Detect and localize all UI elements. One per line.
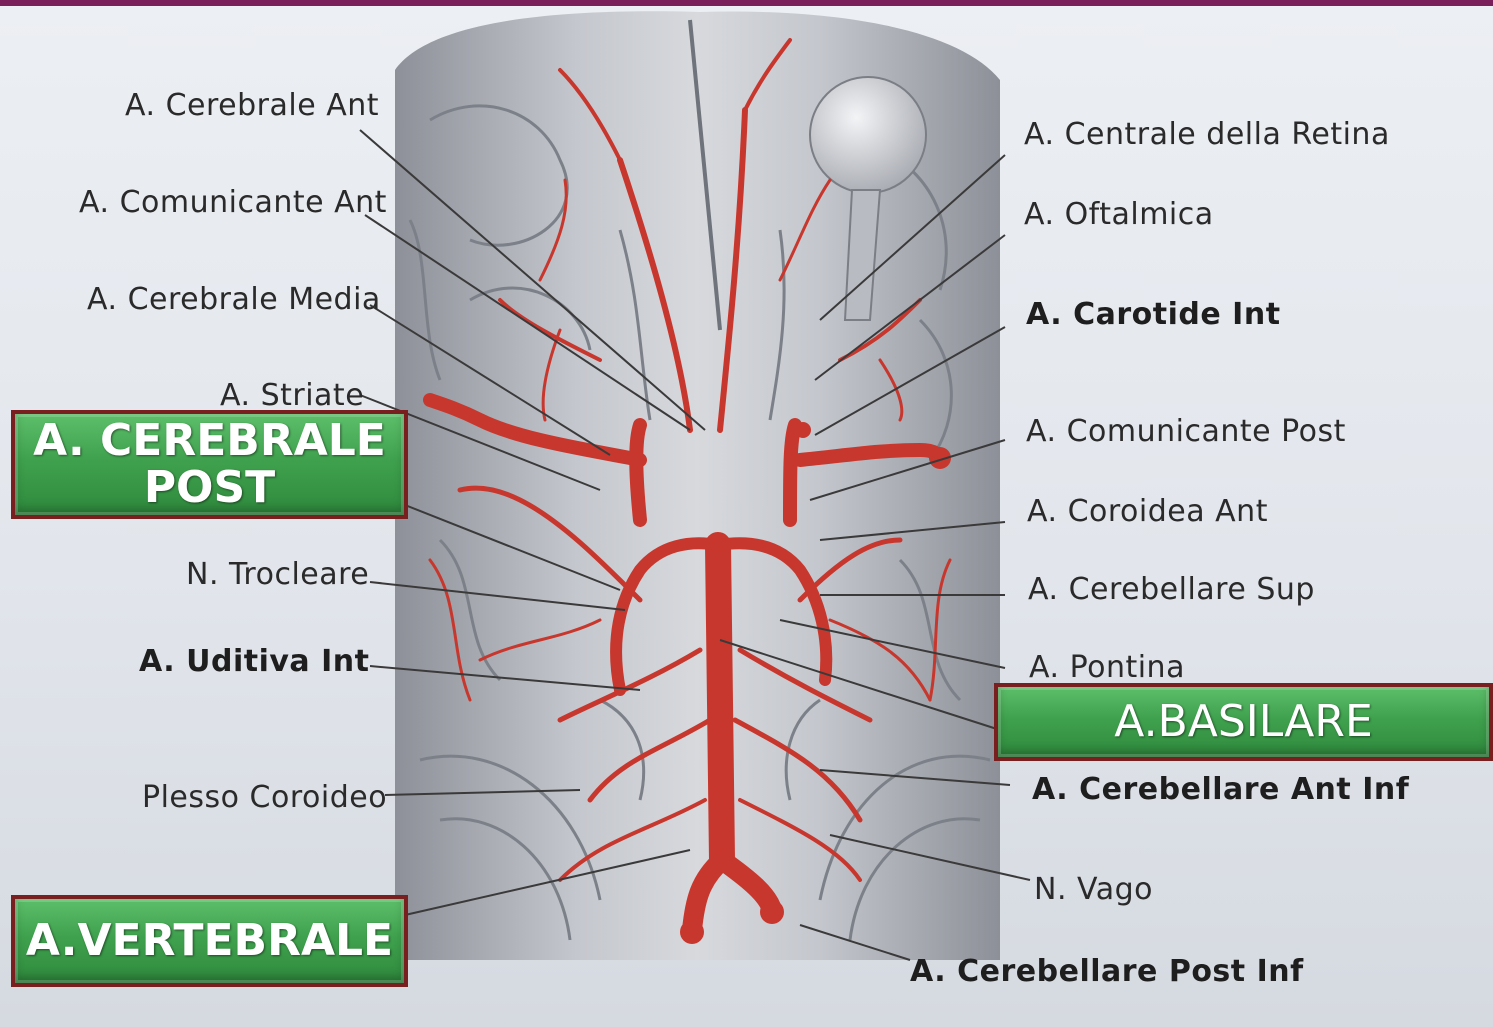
highlight-basilare: A.BASILARE — [994, 683, 1493, 761]
highlight-vertebrale-text: A.VERTEBRALE — [26, 918, 393, 964]
highlight-cerebrale-post: A. CEREBRALE POST — [11, 410, 408, 519]
label-vago: N. Vago — [1034, 875, 1153, 905]
label-coroidea-ant: A. Coroidea Ant — [1027, 497, 1268, 527]
label-cerebellare-ant-inf: A. Cerebellare Ant Inf — [1032, 775, 1409, 805]
label-centrale-retina: A. Centrale della Retina — [1024, 120, 1390, 150]
label-cerebrale-ant: A. Cerebrale Ant — [125, 91, 379, 121]
label-cerebellare-sup: A. Cerebellare Sup — [1028, 575, 1315, 605]
highlight-vertebrale: A.VERTEBRALE — [11, 895, 408, 987]
label-comunicante-post: A. Comunicante Post — [1026, 417, 1346, 447]
label-plesso-coroideo: Plesso Coroideo — [142, 783, 387, 813]
label-trocleare: N. Trocleare — [186, 560, 369, 590]
highlight-cerebrale-post-text: A. CEREBRALE POST — [15, 418, 404, 510]
label-cerebrale-media: A. Cerebrale Media — [87, 285, 381, 315]
label-cerebellare-post-inf: A. Cerebellare Post Inf — [910, 957, 1304, 987]
label-striate: A. Striate — [220, 381, 364, 411]
label-oftalmica: A. Oftalmica — [1024, 200, 1214, 230]
highlight-basilare-text: A.BASILARE — [1114, 699, 1373, 745]
label-uditiva-int: A. Uditiva Int — [139, 647, 369, 677]
label-comunicante-ant: A. Comunicante Ant — [79, 188, 387, 218]
label-pontina: A. Pontina — [1029, 653, 1185, 683]
label-carotide-int: A. Carotide Int — [1026, 300, 1281, 330]
